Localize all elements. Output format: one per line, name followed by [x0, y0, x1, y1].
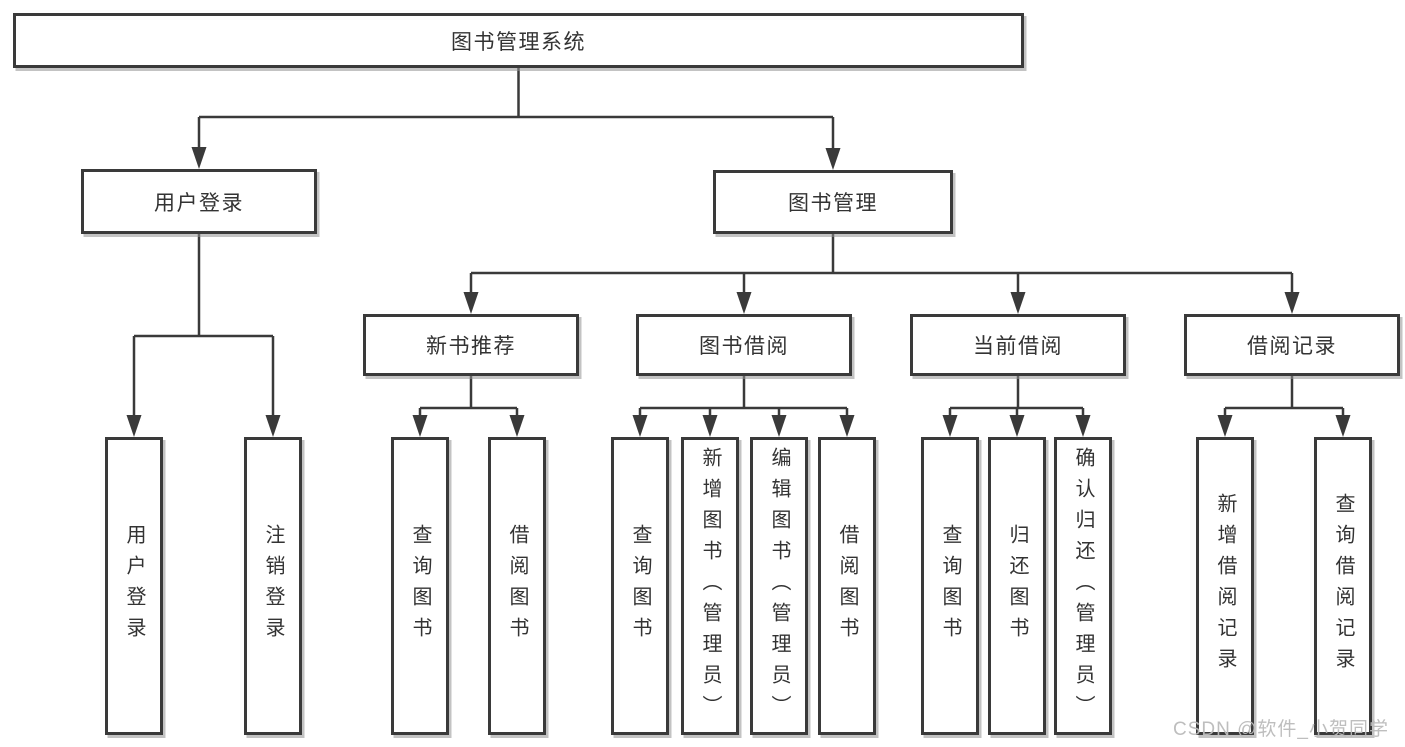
connector-current-borrow [948, 376, 1085, 420]
leaf-add-borrow-record: 新增借阅记录 [1196, 437, 1254, 735]
node-user-login-label: 用户登录 [154, 191, 244, 215]
node-borrow-record: 借阅记录 [1184, 314, 1400, 376]
watermark-text: CSDN @软件_小贺同学 [1173, 719, 1389, 740]
leaf-borrow-query-books-label: 查询图书 [629, 524, 651, 648]
leaf-rec-borrow-books-label: 借阅图书 [506, 524, 528, 648]
leaf-logout: 注销登录 [244, 437, 302, 735]
leaf-add-books-admin-label: 新增图书（管理员） [699, 446, 721, 726]
leaf-logout-label: 注销登录 [262, 524, 284, 648]
leaf-borrow-books-label: 借阅图书 [836, 524, 858, 648]
leaf-return-books: 归还图书 [988, 437, 1046, 735]
leaf-user-login-label: 用户登录 [123, 524, 145, 648]
leaf-borrow-books: 借阅图书 [818, 437, 876, 735]
node-user-login: 用户登录 [81, 169, 317, 234]
node-book-mgmt: 图书管理 [713, 170, 953, 234]
node-new-book-rec-label: 新书推荐 [426, 335, 516, 358]
leaf-edit-books-admin: 编辑图书（管理员） [750, 437, 808, 735]
connector-user-login [132, 234, 275, 418]
leaf-current-query-books-label: 查询图书 [939, 524, 961, 648]
node-book-borrow: 图书借阅 [636, 314, 852, 376]
connector-book-mgmt [469, 234, 1294, 296]
leaf-query-borrow-record: 查询借阅记录 [1314, 437, 1372, 735]
node-current-borrow-label: 当前借阅 [973, 335, 1063, 358]
connector-book-borrow [638, 376, 849, 420]
connector-borrow-record [1223, 376, 1345, 420]
leaf-rec-borrow-books: 借阅图书 [488, 437, 546, 735]
leaf-confirm-return-admin-label: 确认归还（管理员） [1072, 446, 1094, 726]
leaf-rec-query-books-label: 查询图书 [409, 524, 431, 648]
leaf-current-query-books: 查询图书 [921, 437, 979, 735]
leaf-confirm-return-admin: 确认归还（管理员） [1054, 437, 1112, 735]
leaf-user-login: 用户登录 [105, 437, 163, 735]
connector-root [197, 68, 835, 151]
leaf-query-borrow-record-label: 查询借阅记录 [1332, 493, 1354, 679]
node-borrow-record-label: 借阅记录 [1247, 335, 1337, 358]
node-book-mgmt-label: 图书管理 [788, 192, 878, 215]
leaf-edit-books-admin-label: 编辑图书（管理员） [768, 446, 790, 726]
leaf-add-books-admin: 新增图书（管理员） [681, 437, 739, 735]
node-root-label: 图书管理系统 [451, 30, 586, 54]
node-current-borrow: 当前借阅 [910, 314, 1126, 376]
arrowheads [126, 147, 1351, 437]
leaf-add-borrow-record-label: 新增借阅记录 [1214, 493, 1236, 679]
leaf-return-books-label: 归还图书 [1006, 524, 1028, 648]
node-new-book-rec: 新书推荐 [363, 314, 579, 376]
node-root: 图书管理系统 [13, 13, 1024, 68]
connector-new-book-rec [418, 376, 519, 420]
node-book-borrow-label: 图书借阅 [699, 335, 789, 358]
leaf-borrow-query-books: 查询图书 [611, 437, 669, 735]
leaf-rec-query-books: 查询图书 [391, 437, 449, 735]
